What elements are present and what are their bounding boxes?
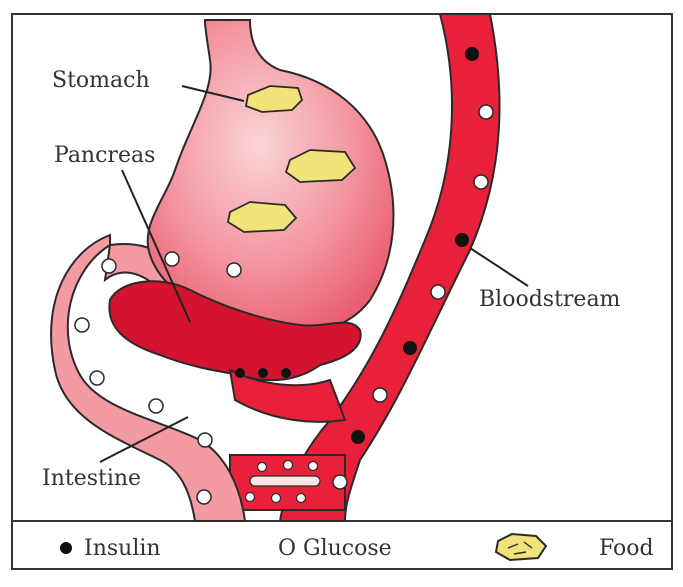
glucose-particle xyxy=(297,494,306,503)
glucose-particle xyxy=(197,490,211,504)
glucose-particle xyxy=(246,493,255,502)
glucose-particle xyxy=(165,252,179,266)
intestine-label: Intestine xyxy=(42,468,141,490)
glucose-particle xyxy=(258,463,267,472)
glucose-particle xyxy=(479,105,493,119)
insulin-particle xyxy=(281,368,291,378)
legend-insulin-label: Insulin xyxy=(84,538,161,560)
insulin-particle xyxy=(235,368,245,378)
insulin-particle xyxy=(403,341,417,355)
glucose-particle xyxy=(272,494,281,503)
insulin-particle xyxy=(258,368,268,378)
glucose-particle xyxy=(149,399,163,413)
glucose-particle xyxy=(431,285,445,299)
glucose-particle xyxy=(474,175,488,189)
glucose-particle xyxy=(373,388,387,402)
legend-glucose-label: O Glucose xyxy=(278,538,392,560)
bloodstream-leader-line xyxy=(470,248,528,286)
glucose-particle xyxy=(227,263,241,277)
stomach-organ xyxy=(148,20,394,333)
glucose-particle xyxy=(90,371,104,385)
capillary-channel xyxy=(250,476,320,486)
bloodstream-label: Bloodstream xyxy=(479,289,620,311)
insulin-particle xyxy=(465,47,479,61)
glucose-particle xyxy=(333,475,347,489)
glucose-particle xyxy=(102,259,116,273)
insulin-particle xyxy=(351,430,365,444)
insulin-particle xyxy=(455,233,469,247)
glucose-particle xyxy=(75,318,89,332)
stomach-label: Stomach xyxy=(52,70,150,92)
glucose-particle xyxy=(198,433,212,447)
glucose-particle xyxy=(284,461,293,470)
glucose-particle xyxy=(309,462,318,471)
legend-food-label: Food xyxy=(599,538,654,560)
insulin-legend-icon xyxy=(60,542,72,554)
food-legend-icon xyxy=(496,534,546,560)
pancreas-label: Pancreas xyxy=(54,145,155,167)
